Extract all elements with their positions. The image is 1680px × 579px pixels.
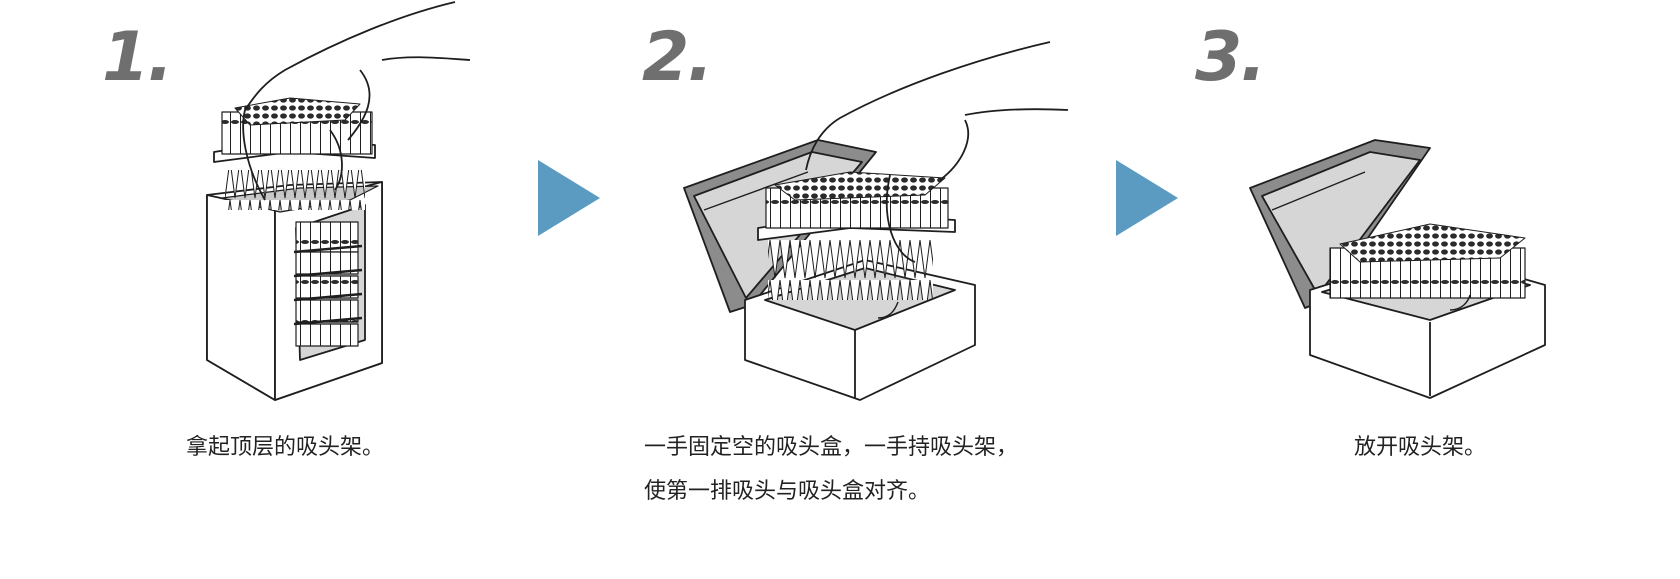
caption-line: 使第一排吸头与吸头盒对齐。: [644, 479, 931, 504]
caption-line: 放开吸头架。: [1354, 435, 1487, 460]
tip-rack-icon: [757, 171, 956, 300]
next-arrow-icon: [1116, 160, 1178, 236]
tip-rack-icon: [213, 97, 376, 210]
caption-line: 拿起顶层的吸头架。: [186, 435, 385, 460]
tip-rack-icon: [1329, 223, 1526, 311]
step-3-illustration: [1249, 139, 1546, 399]
caption-line: 一手固定空的吸头盒，一手持吸头架，: [644, 435, 1019, 460]
step-1-illustration: [206, 1, 471, 401]
step-2-number: 2.: [642, 18, 713, 97]
tip-rack-icon: [293, 221, 363, 347]
step-3-number: 3.: [1195, 18, 1266, 97]
step-2-illustration: [683, 41, 1069, 401]
step-2-caption: 一手固定空的吸头盒，一手持吸头架， 使第一排吸头与吸头盒对齐。: [644, 426, 1018, 514]
step-1-caption: 拿起顶层的吸头架。: [186, 426, 384, 470]
step-1-number: 1.: [102, 18, 173, 97]
hand-icon: [242, 1, 471, 201]
next-arrow-icon: [538, 160, 600, 236]
step-3-caption: 放开吸头架。: [1354, 426, 1486, 470]
hand-icon: [805, 41, 1069, 263]
